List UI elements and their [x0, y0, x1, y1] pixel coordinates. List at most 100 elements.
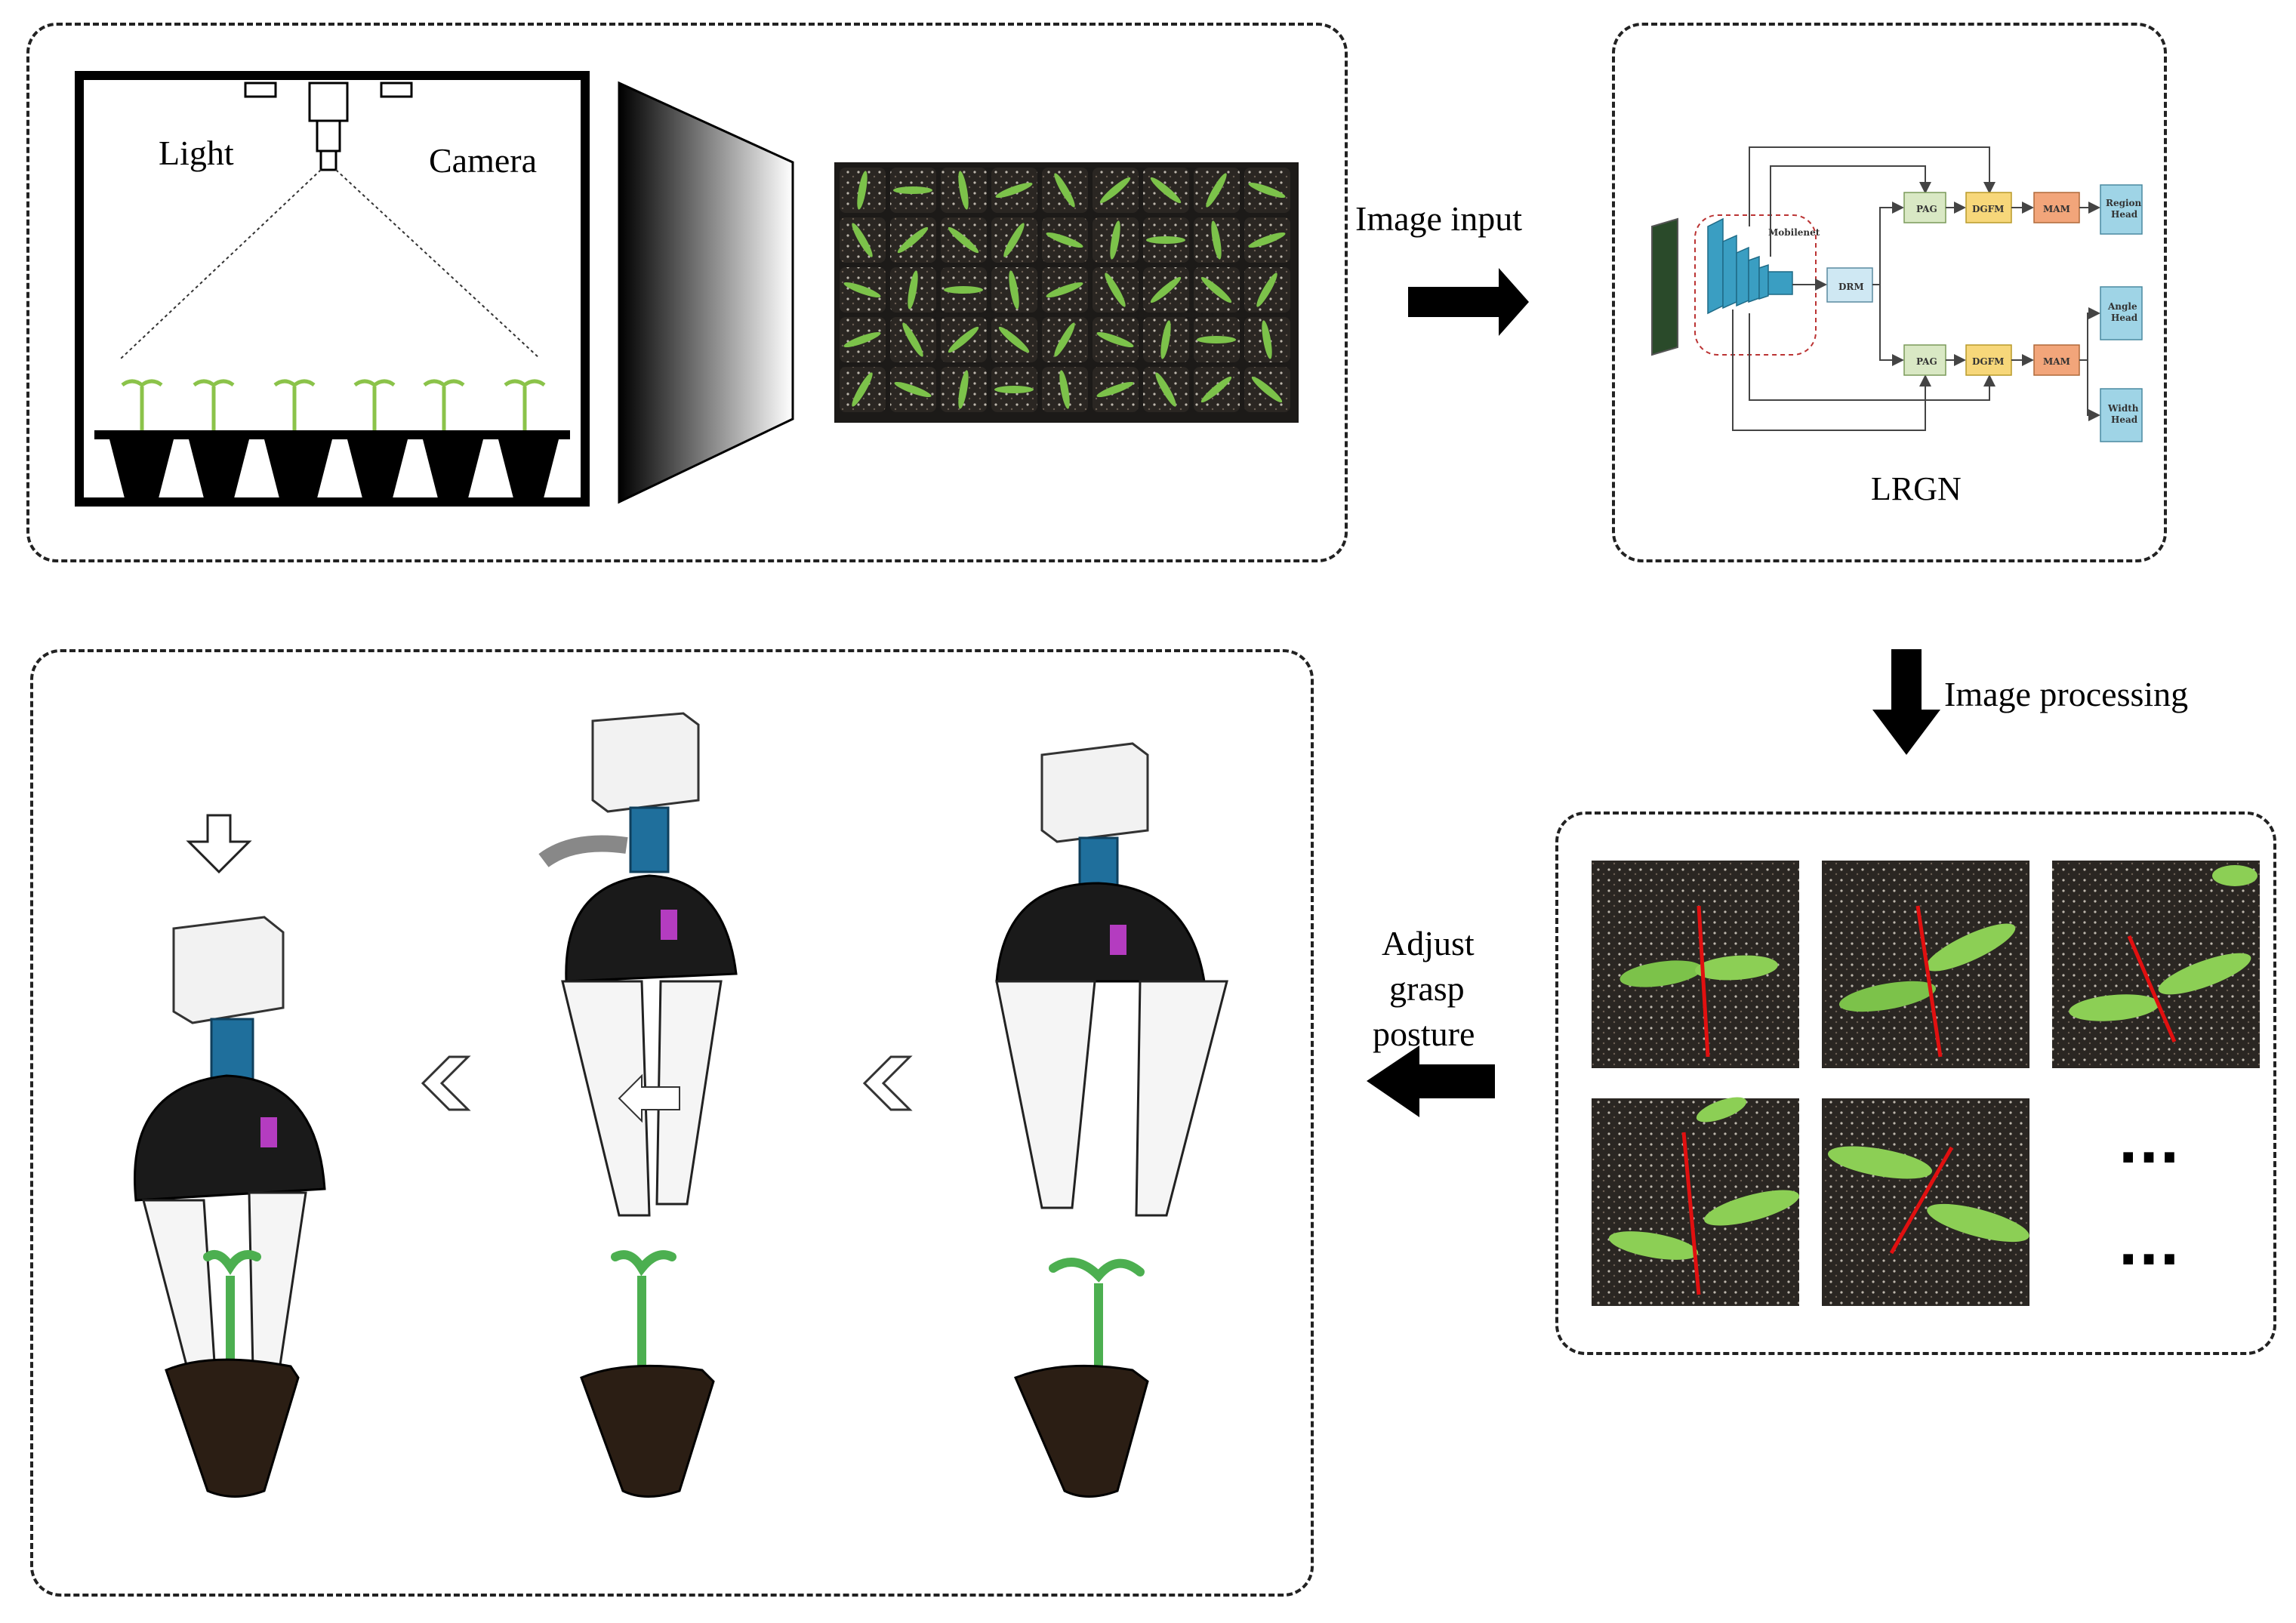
tray-seedling — [902, 322, 923, 357]
tray-seedling — [998, 326, 1030, 353]
marker-part — [1110, 925, 1126, 955]
network-title: LRGN — [1871, 470, 1962, 507]
region-head-block — [2100, 184, 2143, 235]
pag-bottom-block — [1903, 344, 1946, 376]
network-panel — [1612, 23, 2167, 562]
grasp-line — [1915, 905, 1943, 1058]
angle-head-label-1: Angle — [2107, 301, 2137, 312]
tray-seedling — [1099, 177, 1131, 204]
width-head-label-1: Width — [2107, 403, 2139, 414]
tray-seedling — [1096, 381, 1134, 398]
image-processing-arrow-icon — [1872, 649, 1940, 755]
camera-label: Camera — [429, 141, 537, 180]
mam-bottom-label: MAM — [2043, 356, 2070, 367]
tray-seedling — [994, 386, 1034, 393]
finger-left — [142, 1199, 217, 1375]
detection-results-grid — [1592, 861, 2260, 1306]
adjust-arrow-icon — [1367, 1046, 1495, 1117]
finger-right — [248, 1191, 307, 1372]
tray-seedling — [958, 171, 969, 210]
tray-seedling — [852, 223, 873, 257]
gripper-body — [995, 882, 1206, 983]
tray-seedling — [1200, 376, 1232, 403]
result-image-2 — [1822, 861, 2029, 1068]
tray-seedling — [1248, 232, 1286, 248]
image-input-arrow-icon — [1408, 268, 1529, 336]
dgfm-top-label: DGFM — [1972, 204, 2004, 214]
adjust-label-line3: posture — [1373, 1015, 1475, 1053]
tray-seedling — [995, 182, 1033, 199]
tray-seedling — [948, 326, 979, 353]
grasp-sequence-panel — [30, 649, 1314, 1597]
region-head-label-1: Region — [2106, 198, 2142, 208]
motor-cube — [1040, 742, 1149, 843]
finger-right — [655, 980, 723, 1206]
tray-seedling — [1046, 282, 1083, 298]
tray-seedling — [1146, 236, 1185, 244]
acquisition-panel — [26, 23, 1348, 562]
result-image-4 — [1592, 1097, 1799, 1306]
tray-seedling — [908, 270, 918, 310]
mam-top-label: MAM — [2043, 204, 2070, 214]
gripper-grasp — [134, 916, 326, 1375]
tray-seedling — [857, 171, 868, 210]
tray-seedling — [852, 372, 873, 407]
tray-seedling — [894, 381, 932, 398]
tray-seedling — [1262, 320, 1272, 359]
gripper-rotate — [538, 712, 738, 1217]
finger-left — [995, 980, 1096, 1209]
light-fixture-right — [380, 82, 413, 98]
tray-seedling — [1160, 320, 1171, 359]
pag-bottom-label: PAG — [1916, 356, 1937, 367]
finger-right — [1135, 980, 1228, 1217]
tray-seedling — [948, 226, 979, 254]
tray-seedling — [1197, 336, 1236, 343]
tray-seedling — [1155, 372, 1176, 407]
seedling-pot-left — [165, 1250, 300, 1498]
result-image-3 — [2052, 861, 2260, 1068]
tray-seedling — [843, 282, 881, 298]
marker-part — [661, 910, 677, 940]
tray-seedling — [944, 286, 983, 294]
pag-top-block — [1903, 192, 1946, 223]
grasp-line — [1697, 905, 1710, 1058]
gripper-body — [565, 874, 738, 983]
angle-head-label-2: Head — [2111, 313, 2138, 323]
grasp-line — [2127, 935, 2177, 1042]
mam-top-block — [2033, 192, 2080, 223]
tray-seedling — [1054, 322, 1075, 357]
step-chevron-1-icon — [421, 1055, 471, 1111]
tray-seedling — [1046, 232, 1083, 248]
wrist-joint — [629, 806, 670, 873]
backbone-label: Mobilenet — [1768, 227, 1820, 238]
camera-icon — [308, 82, 349, 171]
network-diagram: Mobilenet DRM PAG DGFM MAM Region Head P… — [1651, 146, 2143, 442]
tray-seedling — [843, 331, 881, 348]
tray-seedling — [1110, 220, 1120, 260]
input-image-thumbnail — [1651, 217, 1678, 356]
descend-arrow-icon — [186, 814, 252, 874]
tray-seedling — [1150, 276, 1182, 303]
tray-seedling — [1211, 220, 1222, 260]
tray-seedling — [1150, 177, 1182, 204]
tray-seedling — [958, 370, 969, 409]
marker-part — [260, 1117, 277, 1147]
tray-seedling — [1059, 370, 1070, 409]
tray-seedling — [1054, 173, 1075, 208]
gripper-body — [134, 1074, 326, 1202]
image-processing-label: Image processing — [1944, 675, 2188, 713]
width-head-label-2: Head — [2111, 414, 2138, 425]
dgfm-bottom-label: DGFM — [1972, 356, 2004, 367]
tray-seedling — [1003, 223, 1025, 257]
results-panel — [1555, 812, 2276, 1355]
seedling-tray — [94, 430, 570, 498]
pag-top-label: PAG — [1916, 204, 1937, 214]
tray-seedling — [1256, 273, 1277, 307]
tray-seedling — [1248, 182, 1286, 199]
adjust-label-line1: Adjust — [1382, 924, 1475, 962]
grasp-line — [1889, 1146, 1954, 1255]
light-label: Light — [159, 134, 234, 172]
region-head-label-2: Head — [2111, 209, 2138, 220]
tray-seedling — [897, 226, 929, 254]
